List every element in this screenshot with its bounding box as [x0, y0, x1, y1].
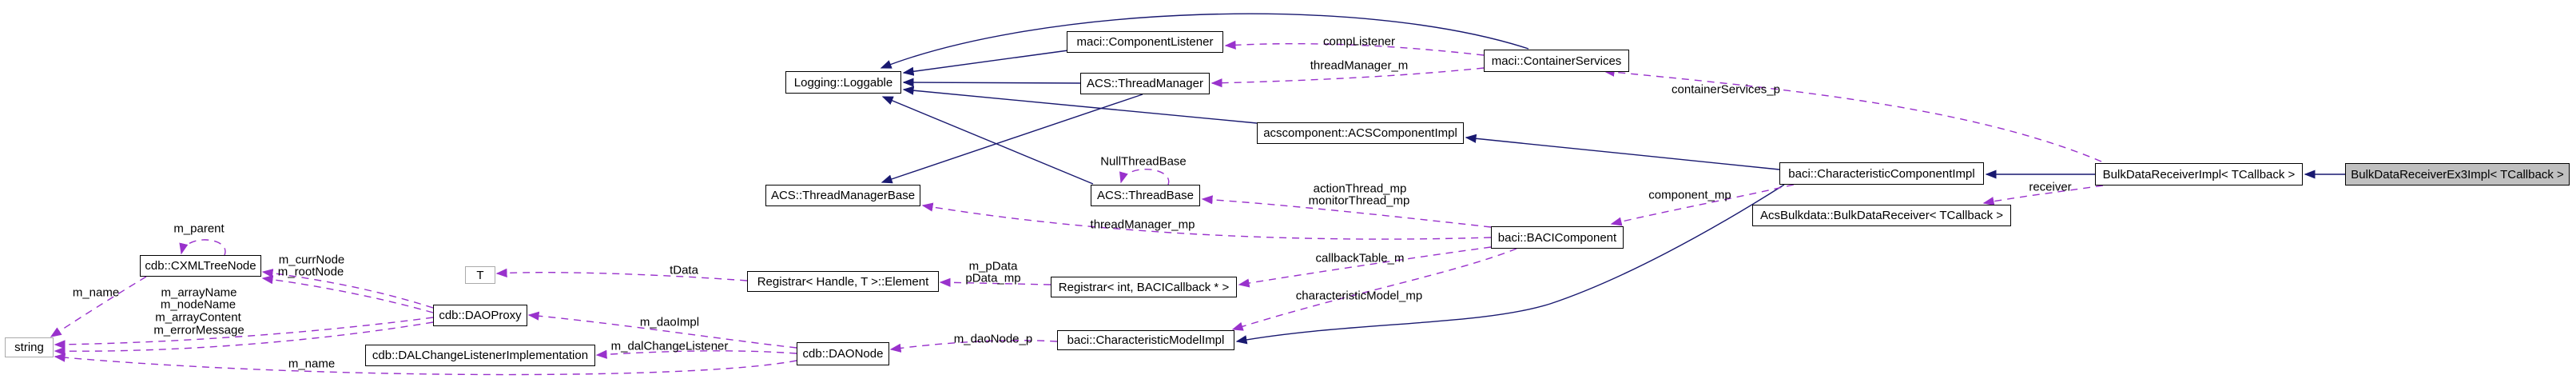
edge-threadbase-to-loggable: [881, 96, 1094, 185]
edge-cxmltreenode-m-parent-self-loop: [179, 239, 226, 256]
edge-containerservices-complistener: [1224, 40, 1485, 56]
node-cdb-dal-change-listener-implementation[interactable]: cdb::DALChangeListenerImplementation: [365, 345, 595, 366]
edge-label-m-name-daonode: m_name: [288, 357, 336, 371]
edge-threadmanager-to-loggable: [902, 78, 1081, 87]
edge-label-m-currnode: m_currNode: [278, 253, 345, 267]
node-acs-thread-base[interactable]: ACS::ThreadBase: [1091, 185, 1200, 206]
edge-label-m-name-treenode: m_name: [72, 285, 120, 300]
edge-label-callbacktable-m: callbackTable_m: [1315, 251, 1405, 265]
edge-daoproxy-members-string-lower: [54, 321, 434, 356]
edge-daonode-m-name-string: [54, 353, 797, 376]
edge-daonode-m-daoimpl-daoproxy: [527, 311, 797, 349]
edge-daoproxy-m-rootnode-cxmltreenode: [261, 275, 434, 313]
node-registrar-handle-t-element[interactable]: Registrar< Handle, T >::Element: [747, 271, 939, 292]
edge-characteristiccomponentimpl-to-characteristicmodelimpl: [1235, 184, 1785, 345]
edge-element-tdata-t: [495, 268, 748, 281]
node-string: string: [5, 337, 54, 357]
node-acsbulkdata-bulk-data-receiver[interactable]: AcsBulkdata::BulkDataReceiver< TCallback…: [1752, 205, 2011, 226]
node-cdb-dao-node[interactable]: cdb::DAONode: [797, 342, 889, 365]
edge-label-m-arraycontent: m_arrayContent: [155, 310, 241, 325]
edge-label-m-rootnode: m_rootNode: [277, 265, 344, 279]
edge-label-component-mp: component_mp: [1648, 188, 1731, 202]
edge-label-tdata: tData: [670, 263, 698, 277]
node-cdb-cxml-tree-node[interactable]: cdb::CXMLTreeNode: [140, 255, 261, 277]
edge-label-m-arrayname: m_arrayName: [161, 285, 237, 300]
edge-label-actionthread-mp: actionThread_mp: [1313, 182, 1407, 196]
node-acs-thread-manager-base[interactable]: ACS::ThreadManagerBase: [765, 185, 920, 206]
node-baci-characteristic-model-impl[interactable]: baci::CharacteristicModelImpl: [1057, 330, 1234, 350]
edge-bacicomponent-characteristicmodel-mp: [1231, 248, 1517, 331]
node-logging-loggable[interactable]: Logging::Loggable: [785, 71, 901, 94]
edge-bulkdatareceiverimpl-containerservices-p: [1603, 67, 2102, 162]
edge-threadmanager-to-threadmanagerbase: [881, 94, 1143, 184]
edge-label-nullthreadbase: NullThreadBase: [1100, 154, 1187, 169]
edge-label-m-errormessage: m_errorMessage: [153, 323, 244, 337]
edge-bulkdatareceiverimpl-receiver: [1982, 185, 2104, 206]
node-t: T: [465, 266, 495, 284]
node-acscomponent-acscomponent-impl[interactable]: acscomponent::ACSComponentImpl: [1257, 122, 1464, 144]
node-bulk-data-receiver-ex3-impl: BulkDataReceiverEx3Impl< TCallback >: [2345, 163, 2570, 186]
edge-bacicomponent-actionthread-mp: [1201, 195, 1492, 228]
node-acs-thread-manager[interactable]: ACS::ThreadManager: [1080, 73, 1210, 94]
edge-label-complistener: compListener: [1322, 34, 1396, 49]
edge-daoproxy-m-currnode-cxmltreenode: [261, 269, 434, 309]
node-cdb-dao-proxy[interactable]: cdb::DAOProxy: [433, 305, 527, 326]
edge-characteristiccomponentimpl-to-acscomponentimpl: [1465, 134, 1780, 170]
edge-acscomponentimpl-to-loggable: [902, 86, 1258, 124]
edge-label-pdata-mp: pData_mp: [965, 271, 1021, 285]
edge-label-containerservices-p: containerServices_p: [1672, 82, 1780, 97]
edge-cxmltreenode-m-name-string: [50, 276, 147, 337]
edge-bacicomponent-threadmanager-mp: [921, 202, 1492, 240]
node-baci-characteristic-component-impl[interactable]: baci::CharacteristicComponentImpl: [1779, 162, 1984, 185]
edge-label-m-dalchangelistener: m_dalChangeListener: [610, 339, 729, 353]
edge-label-monitorthread-mp: monitorThread_mp: [1308, 193, 1410, 208]
edge-label-m-daonode-p: m_daoNode_p: [953, 332, 1033, 346]
node-baci-baci-component[interactable]: baci::BACIComponent: [1491, 226, 1624, 249]
edge-label-m-daoimpl: m_daoImpl: [639, 315, 700, 329]
edge-containerservices-to-loggable: [880, 13, 1529, 69]
edge-componentlistener-to-loggable: [902, 50, 1069, 76]
edge-daonode-m-dalchangelistener: [595, 349, 797, 359]
edge-label-characteristicmodel-mp: characteristicModel_mp: [1295, 289, 1423, 303]
node-maci-component-listener[interactable]: maci::ComponentListener: [1067, 31, 1223, 53]
edge-label-threadmanager-mp: threadManager_mp: [1090, 217, 1195, 232]
node-bulk-data-receiver-impl[interactable]: BulkDataReceiverImpl< TCallback >: [2095, 163, 2303, 186]
edge-label-threadmanager-m: threadManager_m: [1310, 58, 1409, 73]
edge-label-m-parent: m_parent: [173, 221, 225, 236]
edge-label-receiver: receiver: [2029, 180, 2072, 194]
edge-label-m-nodename: m_nodeName: [160, 297, 237, 312]
edge-threadbase-nullthreadbase-self-loop: [1119, 169, 1170, 186]
edge-registrar-int-pdata-element: [939, 277, 1051, 287]
edge-label-m-pdata: m_pData: [968, 259, 1018, 273]
node-registrar-int-bacicallback[interactable]: Registrar< int, BACICallback * >: [1051, 277, 1237, 297]
edge-bacicomponent-callbacktable-m: [1238, 246, 1492, 288]
node-maci-container-services[interactable]: maci::ContainerServices: [1484, 50, 1629, 72]
edge-containerservices-threadmanager-m: [1210, 67, 1485, 88]
